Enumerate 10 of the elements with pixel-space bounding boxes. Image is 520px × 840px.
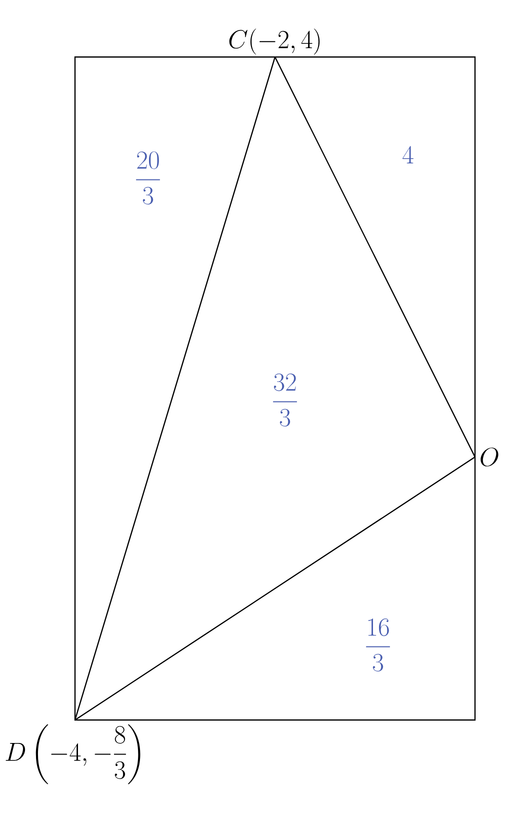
vertex-label: $O$	[480, 448, 498, 466]
area-value: $\frac{16}{3}$	[366, 618, 390, 672]
area-value: $\frac{20}{3}$	[136, 151, 160, 205]
triangle-side	[74, 57, 276, 720]
triangle-side	[74, 456, 476, 720]
area-value: $4$	[402, 146, 414, 164]
vertex-label: $C(-2,4)$	[229, 28, 320, 55]
triangle-side	[274, 56, 476, 458]
vertex-label: $D\left(-4,-\dfrac{8}{3}\right)$	[6, 724, 140, 784]
area-value: $\frac{32}{3}$	[273, 373, 297, 427]
